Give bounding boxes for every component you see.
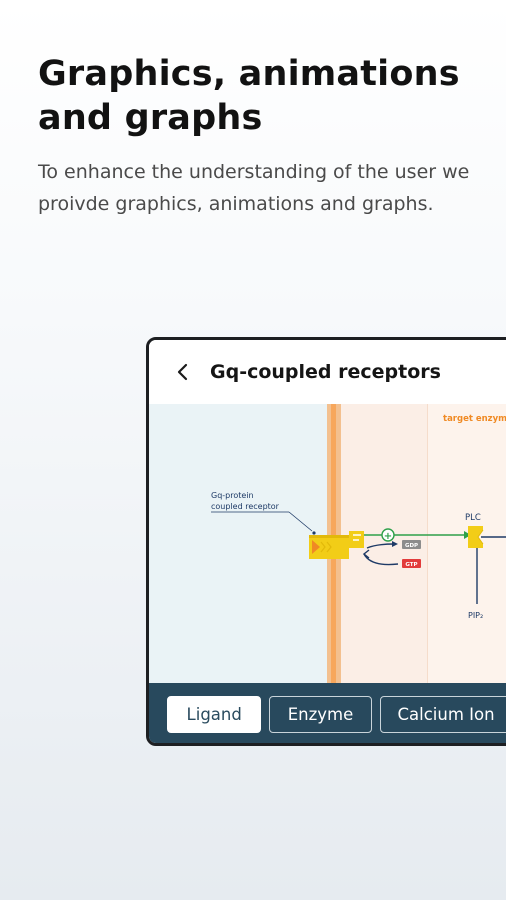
gtp-badge	[402, 559, 421, 568]
ligand-marker	[312, 540, 320, 554]
receptor-pointer-dot	[312, 531, 316, 535]
tab-enzyme[interactable]: Enzyme	[269, 696, 372, 733]
receptor-label-line-1: Gq-protein	[211, 491, 254, 500]
back-button[interactable]	[166, 355, 200, 389]
chevron-left-icon	[177, 363, 188, 381]
target-enzyme-region	[427, 404, 506, 683]
receptor-label-leader	[288, 511, 313, 532]
gtp-text: GTP	[405, 562, 417, 568]
target-enzyme-label: target enzym	[443, 414, 506, 424]
plc-enzyme	[468, 526, 483, 548]
plus-circle-icon	[381, 528, 395, 542]
app-bar: Gq-coupled receptors	[149, 340, 506, 404]
promo-description: To enhance the understanding of the user…	[38, 156, 498, 220]
pathway-svg: target enzym Gq-protein coupled receptor…	[149, 404, 506, 683]
gdp-badge	[402, 540, 421, 549]
pathway-diagram: target enzym Gq-protein coupled receptor…	[149, 404, 506, 683]
device-mockup: Gq-coupled receptors target enzym Gq-pro…	[146, 337, 506, 746]
activation-arrowhead	[464, 531, 471, 539]
plc-active-site	[477, 529, 484, 545]
description-line-2: proivde graphics, animations and graphs.	[38, 193, 434, 215]
promo-headline: Graphics, animations and graphs	[38, 52, 478, 140]
headline-line-2: and graphs	[38, 98, 263, 138]
pip2-label: PIP₂	[468, 611, 483, 620]
receptor-label-line-2: coupled receptor	[211, 502, 280, 511]
tab-ligand[interactable]: Ligand	[167, 696, 262, 733]
headline-line-1: Graphics, animations	[38, 54, 460, 94]
plc-label: PLC	[465, 513, 481, 523]
gdp-text: GDP	[405, 543, 418, 549]
diagram-tab-bar: Ligand Enzyme Calcium Ion	[149, 683, 506, 743]
gdp-release-curve	[366, 543, 395, 549]
plus-symbol: +	[384, 531, 392, 542]
gtp-binding-curve	[363, 553, 399, 566]
description-line-1: To enhance the understanding of the user…	[38, 161, 470, 183]
tab-calcium-ion[interactable]: Calcium Ion	[379, 696, 506, 733]
screen-title: Gq-coupled receptors	[210, 361, 441, 383]
